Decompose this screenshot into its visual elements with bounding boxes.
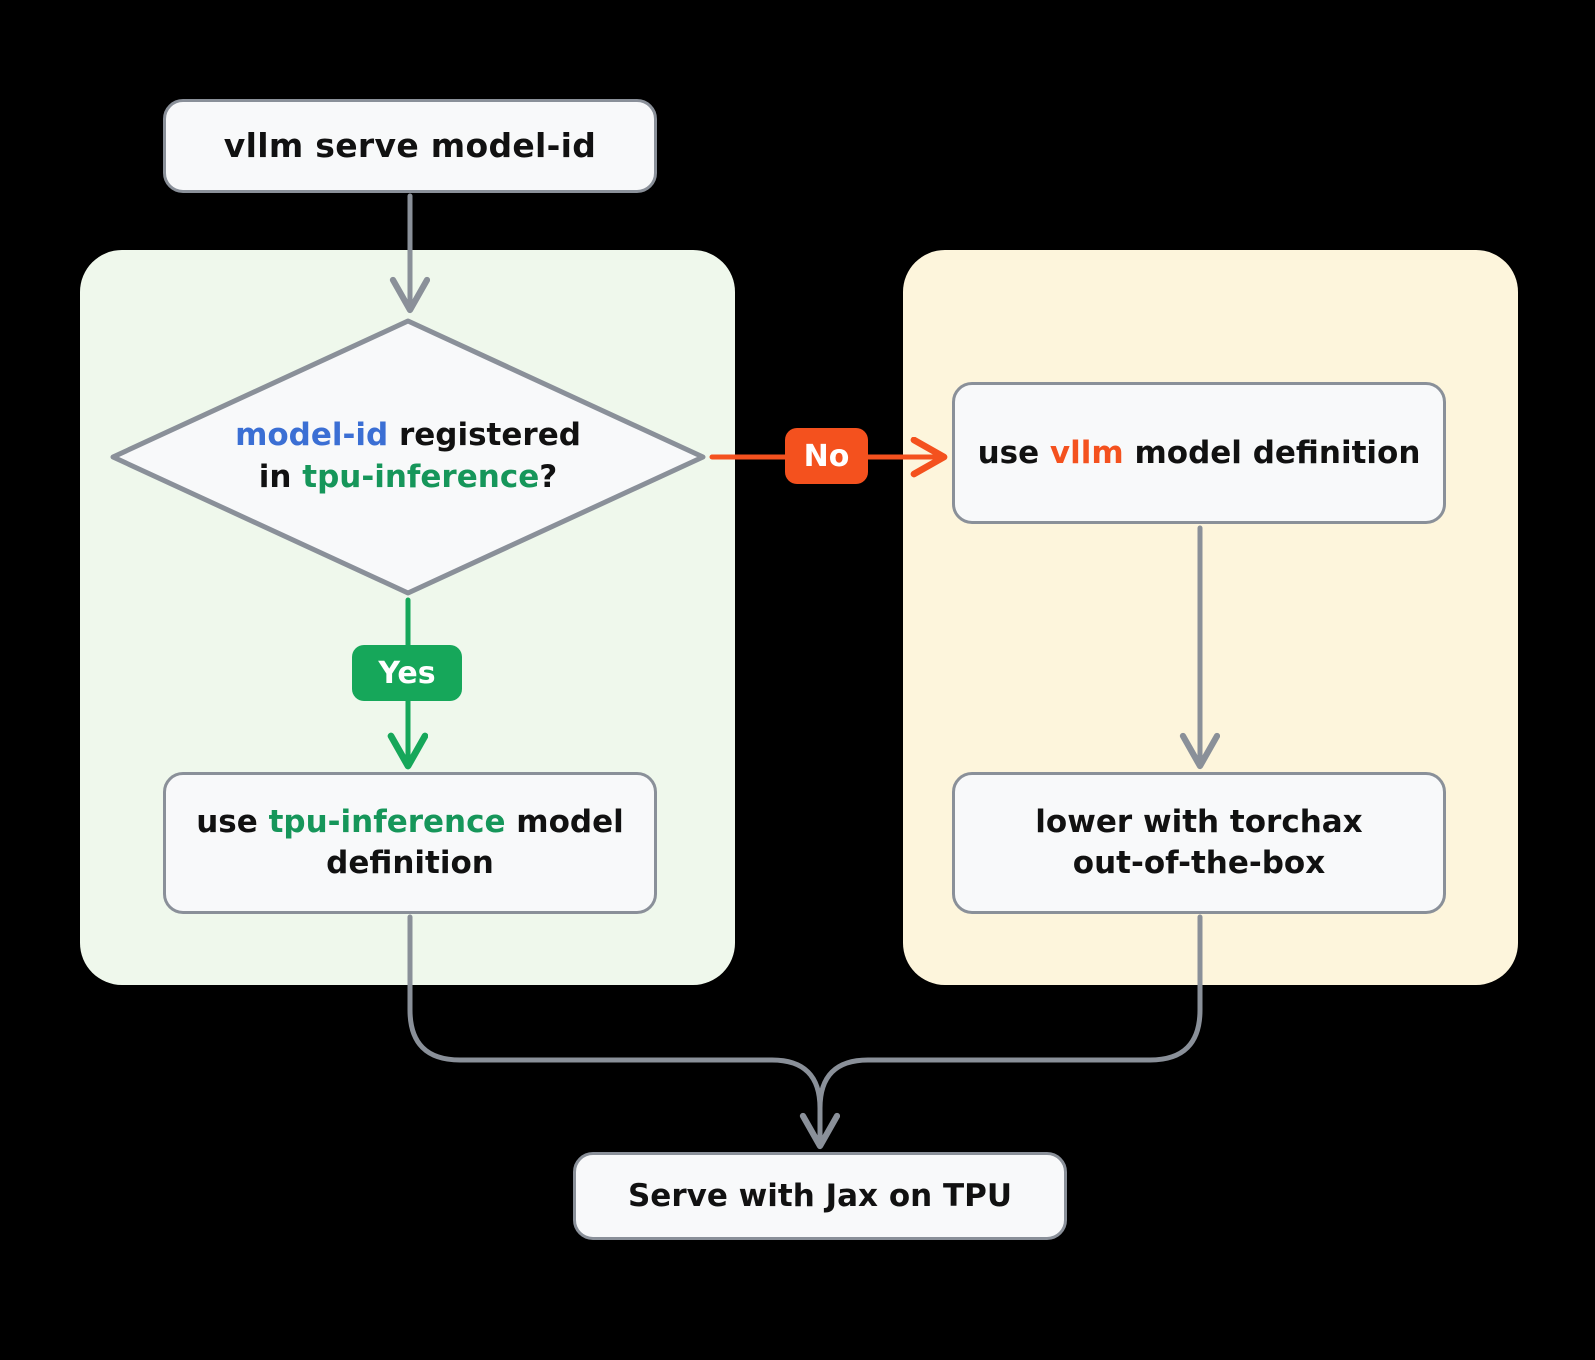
decision-diamond-shape bbox=[110, 318, 706, 596]
tpu-def-keyword: tpu-inference bbox=[268, 804, 506, 841]
node-tpu-inference-definition-label: use tpu-inference model definition bbox=[182, 802, 638, 884]
vllm-def-keyword: vllm bbox=[1049, 434, 1124, 471]
node-decision-label: model-id registered in tpu-inference? bbox=[108, 316, 708, 598]
decision-text-registered: registered bbox=[388, 417, 581, 454]
decision-text-question: ? bbox=[539, 459, 558, 495]
decision-text-in: in bbox=[258, 459, 303, 495]
node-tpu-inference-definition[interactable]: use tpu-inference model definition bbox=[163, 772, 657, 914]
edge-label-yes-text: Yes bbox=[378, 655, 436, 691]
node-start[interactable]: vllm serve model-id bbox=[163, 99, 657, 193]
node-torchax-lowering[interactable]: lower with torchax out-of-the-box bbox=[952, 772, 1446, 914]
torchax-line1: lower with torchax bbox=[1035, 804, 1363, 841]
node-serve-with-jax-label: Serve with Jax on TPU bbox=[627, 1177, 1013, 1214]
node-serve-with-jax[interactable]: Serve with Jax on TPU bbox=[573, 1152, 1067, 1240]
tpu-def-prefix: use bbox=[196, 804, 269, 841]
node-vllm-definition-label: use vllm model definition bbox=[978, 433, 1421, 474]
edge-label-no-text: No bbox=[803, 438, 850, 474]
node-vllm-definition[interactable]: use vllm model definition bbox=[952, 382, 1446, 524]
edge-label-yes: Yes bbox=[352, 645, 462, 701]
edge-label-no: No bbox=[785, 428, 868, 484]
tpu-def-suffix: model definition bbox=[326, 804, 624, 881]
decision-keyword-model-id: model-id bbox=[235, 417, 389, 454]
vllm-def-suffix: model definition bbox=[1123, 434, 1421, 471]
decision-keyword-tpu-inference: tpu-inference bbox=[302, 459, 540, 495]
vllm-def-prefix: use bbox=[977, 434, 1050, 471]
node-start-label: vllm serve model-id bbox=[223, 126, 597, 166]
node-decision[interactable]: model-id registered in tpu-inference? bbox=[108, 316, 708, 598]
torchax-line2: out-of-the-box bbox=[1072, 845, 1326, 881]
node-torchax-lowering-label: lower with torchax out-of-the-box bbox=[1035, 802, 1362, 884]
